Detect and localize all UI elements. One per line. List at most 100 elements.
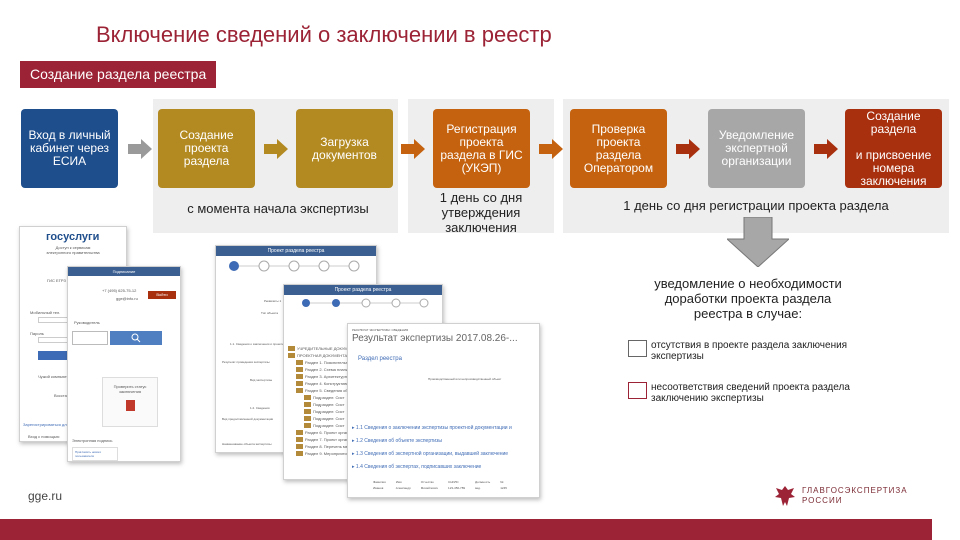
- registry-link[interactable]: Раздел реестра: [358, 356, 402, 362]
- folder-icon: [304, 395, 311, 401]
- table-cell: Михайлович: [420, 486, 439, 490]
- arrow-right-icon: [128, 139, 152, 159]
- folder-icon: [304, 416, 311, 422]
- folder-label: ПРОЕКТНАЯ ДОКУМЕНТАЦИЯ: [297, 353, 356, 358]
- option-label: несоответствия сведений проекта раздела …: [651, 382, 850, 404]
- folder-label: Раздел 6. Проект органи: [305, 430, 351, 435]
- form-row: Вид экспертизы: [250, 378, 273, 382]
- folder-icon: [304, 423, 311, 429]
- notification-heading: уведомление о необходимости доработки пр…: [654, 276, 842, 321]
- folder-item[interactable]: УЧРЕДИТЕЛЬНЫЕ ДОКУМ...: [288, 345, 366, 352]
- document-icon: [125, 400, 135, 411]
- folder-item[interactable]: Подраздел: Сист: [288, 394, 366, 401]
- table-cell: Иванов: [373, 486, 384, 490]
- signature-link[interactable]: Электронная подпись: [72, 438, 113, 443]
- folder-item[interactable]: Раздел 6. Проект органи: [288, 429, 366, 436]
- checkbox-missing-conclusion[interactable]: [628, 340, 647, 357]
- step-operator-check: Проверка проекта раздела Оператором: [570, 109, 667, 188]
- register-link[interactable]: Зарегистрироваться для: [23, 422, 69, 427]
- table-cell: 123-456-789: [448, 486, 466, 490]
- result-section-link[interactable]: ▸ 1.1 Сведения о заключении экспертизы п…: [352, 425, 512, 431]
- folder-icon: [288, 353, 295, 359]
- folder-item[interactable]: ПРОЕКТНАЯ ДОКУМЕНТАЦИЯ: [288, 352, 366, 359]
- arrow-right-icon: [676, 139, 700, 159]
- step-esia-login: Вход в личный кабинет через ЕСИА: [21, 109, 118, 188]
- result-section-link[interactable]: ▸ 1.4 Сведения об экспертах, подписавших…: [352, 464, 482, 470]
- gosuslugi-logo: госуслуги: [46, 231, 100, 243]
- result-links: ▸ 1.1 Сведения о заключении экспертизы п…: [352, 422, 537, 474]
- folder-item[interactable]: Подраздел: Сист: [288, 408, 366, 415]
- bottom-accent-bar: [0, 519, 932, 540]
- folder-item[interactable]: Подраздел: Сист: [288, 415, 366, 422]
- logo-text: ГЛАВГОСЭКСПЕРТИЗА РОССИИ: [802, 486, 908, 505]
- table-header-cell: Имя: [395, 480, 402, 484]
- slide-title: Включение сведений о заключении в реестр: [96, 22, 552, 47]
- folder-label: Подраздел: Сист: [313, 395, 345, 400]
- folder-label: Подраздел: Сист: [313, 416, 345, 421]
- result-section-link[interactable]: ▸ 1.3 Сведения об экспертной организации…: [352, 451, 509, 457]
- folder-icon: [296, 360, 303, 366]
- form-row: Вид предоставленной документации: [222, 417, 274, 421]
- login-button[interactable]: [38, 351, 94, 360]
- folder-icon: [304, 409, 311, 415]
- folder-icon: [304, 402, 311, 408]
- footer-site-link[interactable]: gge.ru: [28, 489, 63, 503]
- object-type-label: Производственный или непроизводственный …: [428, 377, 502, 381]
- screenshot-mobile-login: Подписание +7 (495) 625-75-12 gge@info.r…: [67, 266, 181, 462]
- status-tile[interactable]: Проверить статус заключения: [102, 377, 158, 427]
- form-row: Результат проведения экспертизы: [222, 360, 270, 364]
- folder-label: Раздел 7. Проект организ: [305, 437, 353, 442]
- arrow-right-icon: [401, 139, 425, 159]
- phone-field-label: Мобильный тел.: [30, 310, 61, 315]
- invite-tile[interactable]: Пригласить нового пользователя: [72, 447, 118, 461]
- table-row: Иванов Александр Михайлович 123-456-789 вед.…: [368, 484, 512, 492]
- mobile-phone: +7 (495) 625-75-12: [102, 288, 137, 293]
- mobile-enter-button[interactable]: Войти: [148, 291, 176, 299]
- folder-label: Раздел 1. Пояснительная: [305, 360, 353, 365]
- password-field-label: Пароль: [30, 331, 44, 336]
- arrow-right-icon: [814, 139, 838, 159]
- mobile-email: gge@info.ru: [116, 296, 138, 301]
- folder-item[interactable]: Раздел 4. Конструктивны: [288, 380, 366, 387]
- mobile-input[interactable]: [72, 331, 108, 345]
- result-section-link[interactable]: ▸ 1.2 Сведения об объекте экспертизы: [352, 438, 442, 444]
- folder-item[interactable]: Раздел 3. Архитектурные: [288, 373, 366, 380]
- folder-icon: [296, 437, 303, 443]
- table-header-cell: СНИЛС: [448, 480, 459, 484]
- folder-item[interactable]: Раздел 1. Пояснительная: [288, 359, 366, 366]
- folder-label: Раздел 4. Конструктивны: [305, 381, 352, 386]
- form-row: Реквизиты 1: [264, 299, 282, 303]
- table-cell: Александр: [395, 486, 411, 490]
- folder-label: Раздел 3. Архитектурные: [305, 374, 353, 379]
- folder-item[interactable]: Подраздел: Сист: [288, 401, 366, 408]
- form-row: Тип объекта: [261, 311, 279, 315]
- folder-item[interactable]: Раздел 2. Схема планиро: [288, 366, 366, 373]
- folder-label: Подраздел: Сист: [313, 423, 345, 428]
- arrow-right-icon: [539, 139, 563, 159]
- gosuslugi-tagline: Доступ к сервисам электронного правитель…: [46, 245, 100, 255]
- folder-item[interactable]: Подраздел: Сист: [288, 422, 366, 429]
- restore-link[interactable]: Восстановить: [54, 392, 80, 399]
- folder-icon: [296, 374, 303, 380]
- folder-label: Подраздел: Сист: [313, 402, 345, 407]
- step-create-section: Создание раздела и присвоение номера зак…: [845, 109, 942, 188]
- table-header-cell: Фамилия: [373, 480, 386, 484]
- folder-icon: [296, 388, 303, 394]
- folder-icon: [296, 430, 303, 436]
- folder-item[interactable]: Раздел 7. Проект организ: [288, 436, 366, 443]
- table-cell: вед.: [475, 486, 481, 490]
- caption-expertise-start: с момента начала экспертизы: [187, 201, 369, 216]
- folder-label: Раздел 8. Перечень меро: [305, 444, 353, 449]
- checkbox-mismatch[interactable]: [628, 382, 647, 399]
- folder-label: Раздел 5. Сведения об и: [305, 388, 352, 393]
- option-label: отсутствия в проекте раздела заключения …: [651, 340, 848, 362]
- mobile-section-label: Руководитель: [74, 320, 100, 325]
- folder-label: УЧРЕДИТЕЛЬНЫЕ ДОКУМ...: [297, 346, 352, 351]
- progress-steps: [229, 260, 360, 272]
- result-title: Результат экспертизы 2017.08.26-...: [352, 333, 518, 344]
- eagle-emblem-icon: [775, 486, 795, 506]
- folder-icon: [296, 381, 303, 387]
- mobile-search-button[interactable]: [110, 331, 162, 345]
